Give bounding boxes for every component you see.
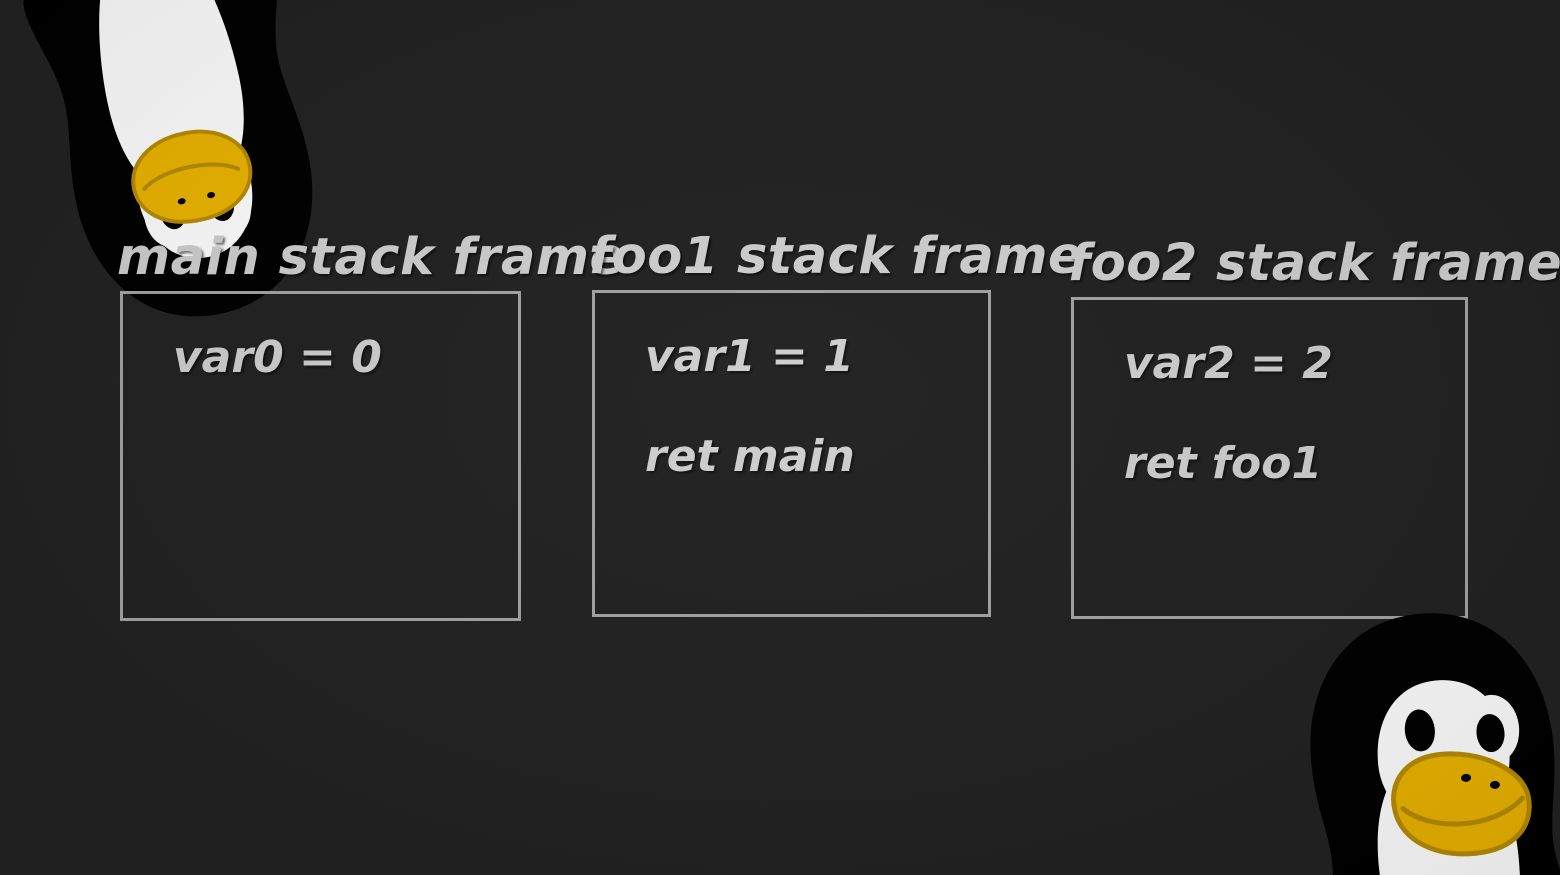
- stack-frame-box-main: var0 = 0: [120, 291, 521, 621]
- stack-frame-row: ret foo1: [1124, 438, 1323, 489]
- stack-frame-row: ret main: [645, 431, 855, 482]
- stack-frame-box-foo2: var2 = 2 ret foo1: [1071, 297, 1468, 619]
- stack-frame-title-main: main stack frame: [117, 228, 625, 287]
- stack-frame-rows-foo2: var2 = 2 ret foo1: [1124, 342, 1455, 486]
- stack-frame-row: var2 = 2: [1124, 338, 1333, 389]
- stack-frame-title-foo2: foo2 stack frame: [1068, 234, 1560, 293]
- stack-frame-row: var1 = 1: [645, 331, 854, 382]
- stack-frame-title-foo1: foo1 stack frame: [589, 227, 1084, 286]
- stack-frame-row: var0 = 0: [173, 332, 382, 383]
- stack-frame-box-foo1: var1 = 1 ret main: [592, 290, 991, 617]
- tux-penguin-bottom-right-icon: [1253, 587, 1560, 875]
- stack-frame-rows-foo1: var1 = 1 ret main: [645, 335, 978, 479]
- stack-frame-rows-main: var0 = 0: [173, 336, 508, 380]
